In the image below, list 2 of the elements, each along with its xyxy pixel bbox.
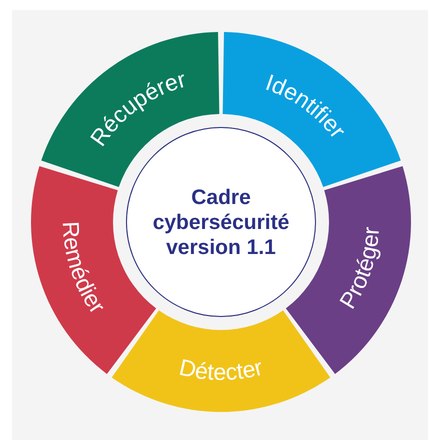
segment-label: Détecter	[176, 354, 266, 386]
center-title: Cadre cybersécurité version 1.1	[152, 184, 290, 260]
